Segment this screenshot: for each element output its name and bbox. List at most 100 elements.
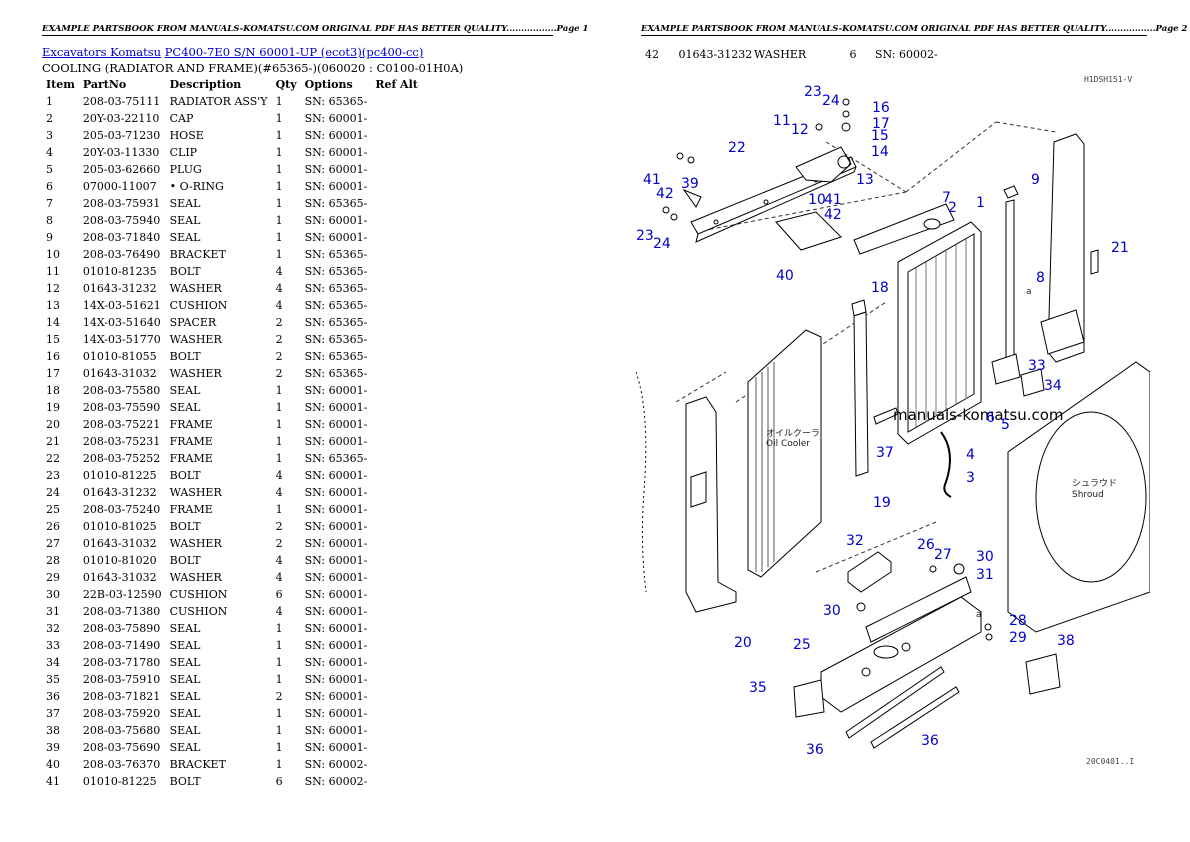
cell-description: SEAL: [169, 656, 201, 669]
cell-options: SN: 60001-: [304, 537, 368, 550]
cell-item: 35: [46, 673, 60, 686]
callout-number: 33: [1028, 358, 1046, 374]
cell-item: 31: [46, 605, 60, 618]
cell-ref-alt: [371, 705, 422, 722]
page-1: EXAMPLE PARTSBOOK FROM MANUALS-KOMATSU.C…: [42, 24, 588, 790]
cell-ref-alt: [371, 127, 422, 144]
cell-partno: 01010-81020: [82, 554, 157, 567]
callout-number: 8: [1036, 270, 1045, 286]
oil-cooler-label-jp: オイルクーラ: [766, 428, 820, 439]
cell-description: SEAL: [169, 724, 201, 737]
col-header-ref-alt: Ref Alt: [375, 78, 418, 91]
cell-partno: 208-03-75690: [82, 741, 161, 754]
cell-partno: 20Y-03-22110: [82, 112, 160, 125]
cell-item: 21: [46, 435, 60, 448]
callout-number: 35: [749, 680, 767, 696]
cell-qty: 2: [275, 520, 283, 533]
cell-item: 42: [645, 48, 659, 61]
cell-qty: 1: [275, 112, 283, 125]
cell-item: 41: [46, 775, 60, 788]
callout-number: 17: [872, 116, 890, 132]
cell-description: SEAL: [169, 639, 201, 652]
cell-qty: 1: [275, 384, 283, 397]
callout-number: 21: [1111, 240, 1129, 256]
cell-description: WASHER: [169, 537, 222, 550]
callout-number: 16: [872, 100, 890, 116]
cell-qty: 1: [275, 503, 283, 516]
cell-qty: 1: [275, 248, 283, 261]
cell-options: SN: 65365-: [304, 350, 368, 363]
cell-options: SN: 60001-: [304, 435, 368, 448]
cell-qty: 4: [275, 299, 283, 312]
cell-partno: 20Y-03-11330: [82, 146, 160, 159]
cell-description: CUSHION: [169, 605, 228, 618]
cell-description: CUSHION: [169, 299, 228, 312]
cell-description: CUSHION: [169, 588, 228, 601]
cell-partno: 01010-81055: [82, 350, 157, 363]
cell-description: SEAL: [169, 401, 201, 414]
cell-ref-alt: [371, 535, 422, 552]
cell-qty: 1: [275, 452, 283, 465]
callout-number: 20: [734, 635, 752, 651]
callout-number: 36: [806, 742, 824, 758]
callout-number: 3: [966, 470, 975, 486]
breadcrumb-link-model[interactable]: PC400-7E0 S/N 60001-UP (ecot3)(pc400-cc): [164, 45, 424, 59]
cell-partno: 01643-31232: [82, 486, 157, 499]
cell-options: SN: 60002-: [304, 758, 368, 771]
cell-qty: 6: [849, 48, 857, 61]
cell-ref-alt: [371, 161, 422, 178]
callout-number: 24: [653, 236, 671, 252]
cell-description: CAP: [169, 112, 194, 125]
cell-description: WASHER: [169, 571, 222, 584]
cell-qty: 1: [275, 707, 283, 720]
breadcrumb: Excavators Komatsu PC400-7E0 S/N 60001-U…: [42, 45, 423, 59]
callout-number: 38: [1057, 633, 1075, 649]
cell-options: SN: 60001-: [304, 180, 368, 193]
cell-description: SEAL: [169, 197, 201, 210]
cell-qty: 1: [275, 197, 283, 210]
cell-partno: 01010-81025: [82, 520, 157, 533]
cell-options: SN: 60001-: [304, 129, 368, 142]
cell-item: 18: [46, 384, 60, 397]
cell-options: SN: 60001-: [304, 656, 368, 669]
cell-description: SEAL: [169, 214, 201, 227]
cell-ref-alt: [371, 195, 422, 212]
callout-number: 13: [856, 172, 874, 188]
cell-qty: 4: [275, 486, 283, 499]
cell-partno: 01643-31032: [82, 571, 157, 584]
cell-description: SEAL: [169, 384, 201, 397]
col-header-item: Item: [46, 78, 75, 91]
callout-number: 2: [948, 200, 957, 216]
cell-qty: 1: [275, 129, 283, 142]
cell-qty: 2: [275, 690, 283, 703]
cell-description: FRAME: [169, 418, 213, 431]
cell-item: 36: [46, 690, 60, 703]
cell-ref-alt: [371, 382, 422, 399]
cell-options: SN: 60002-: [875, 48, 938, 61]
cell-partno: 205-03-71230: [82, 129, 161, 142]
cell-qty: 1: [275, 401, 283, 414]
cell-item: 16: [46, 350, 60, 363]
cell-options: SN: 60001-: [304, 418, 368, 431]
callout-number: 22: [728, 140, 746, 156]
breadcrumb-link-category[interactable]: Excavators Komatsu: [42, 45, 162, 59]
cell-options: SN: 65365-: [304, 316, 368, 329]
cell-ref-alt: [371, 467, 422, 484]
callout-number: 23: [636, 228, 654, 244]
cell-qty: 1: [275, 639, 283, 652]
